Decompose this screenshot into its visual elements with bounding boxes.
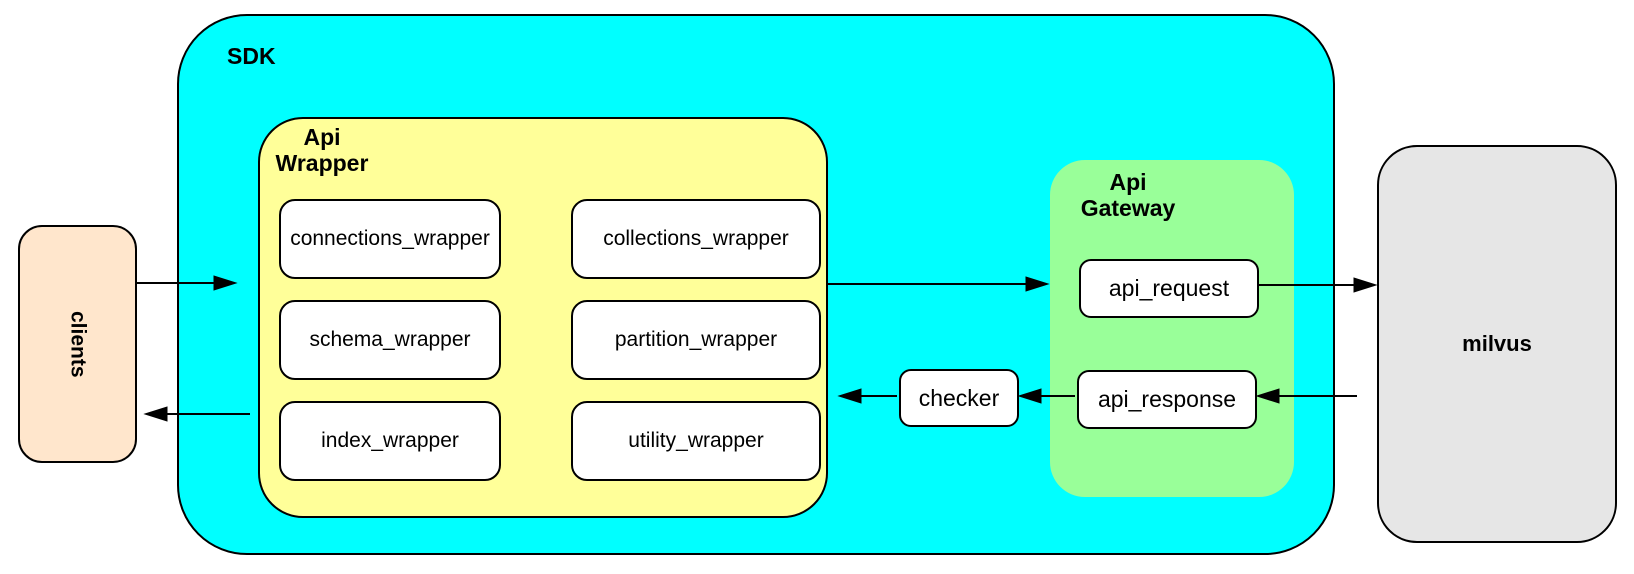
api-response-node: api_response — [1077, 370, 1257, 429]
milvus-node: milvus — [1377, 145, 1617, 543]
connections-wrapper-node: connections_wrapper — [279, 199, 501, 279]
partition-wrapper-label: partition_wrapper — [614, 328, 778, 351]
utility-wrapper-node: utility_wrapper — [571, 401, 821, 481]
sdk-label: SDK — [227, 43, 276, 69]
api-response-label: api_response — [1097, 386, 1237, 412]
sdk-container: SDK Api Wrapper connections_wrapper coll… — [177, 14, 1335, 555]
clients-node: clients — [18, 225, 137, 463]
index-wrapper-node: index_wrapper — [279, 401, 501, 481]
api-request-node: api_request — [1079, 259, 1259, 318]
api-gateway-label: Api Gateway — [1080, 169, 1176, 221]
api-wrapper-label: Api Wrapper — [275, 124, 369, 176]
utility-wrapper-label: utility_wrapper — [628, 429, 764, 452]
schema-wrapper-node: schema_wrapper — [279, 300, 501, 380]
checker-node: checker — [899, 369, 1019, 427]
index-wrapper-label: index_wrapper — [321, 429, 459, 452]
api-wrapper-container: Api Wrapper connections_wrapper collecti… — [258, 117, 828, 518]
api-request-label: api_request — [1108, 275, 1230, 301]
checker-label: checker — [918, 384, 1000, 411]
partition-wrapper-node: partition_wrapper — [571, 300, 821, 380]
schema-wrapper-label: schema_wrapper — [309, 328, 471, 351]
clients-label: clients — [66, 310, 90, 378]
connections-wrapper-label: connections_wrapper — [290, 227, 490, 250]
milvus-label: milvus — [1462, 331, 1532, 356]
collections-wrapper-label: collections_wrapper — [603, 227, 789, 250]
api-gateway-container: Api Gateway api_request api_response — [1050, 160, 1294, 497]
collections-wrapper-node: collections_wrapper — [571, 199, 821, 279]
